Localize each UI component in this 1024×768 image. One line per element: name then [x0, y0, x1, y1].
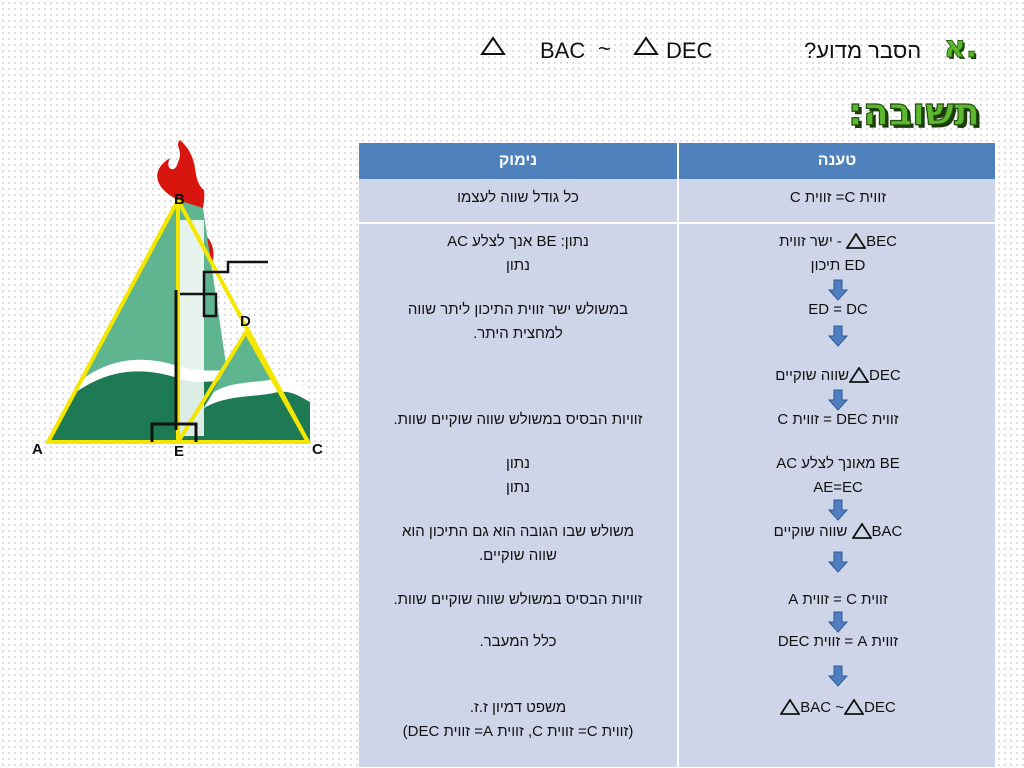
claim-1a: BEC - ישר זווית	[679, 231, 997, 253]
claim-9-label-left: BAC ~	[800, 699, 845, 716]
claim-1b: ED תיכון	[810, 257, 866, 274]
reason-8a: משפט דמיון ז.ז.	[469, 699, 567, 716]
vertex-label-b: B	[174, 191, 185, 208]
reason-2a: במשולש ישר זווית התיכון ליתר שווה	[407, 301, 629, 318]
reason-5a: משולש שבו הגובה הוא גם התיכון הוא	[401, 523, 635, 540]
snow-band-right	[204, 377, 310, 408]
arrow-down-icon	[827, 665, 849, 687]
snow-band-left	[76, 359, 240, 392]
arrow-down-icon	[827, 325, 849, 347]
header-question: BAC ~ DEC הסבר מדוע? א.	[478, 30, 982, 70]
claim-9-label-right: DEC	[864, 699, 896, 716]
claim-8: זווית A = זווית DEC	[777, 633, 899, 650]
arrow-down-icon	[827, 279, 849, 301]
triangle-icon	[480, 36, 506, 55]
triangle-icon	[851, 523, 872, 539]
section-letter: א.	[943, 30, 978, 66]
header-left-label: DEC	[666, 38, 713, 63]
reason-1b: נתון	[506, 257, 530, 274]
vertex-label-e: E	[174, 443, 184, 460]
column-divider	[677, 143, 679, 767]
claim-6: BAC שווה שוקיים	[679, 521, 997, 543]
row1-reason: כל גודל שווה לעצמו	[457, 189, 579, 206]
arrow-down-icon	[827, 499, 849, 521]
claim-6-label: BAC	[871, 523, 903, 540]
vertex-label-c: C	[312, 441, 323, 458]
arrow-down-icon	[827, 551, 849, 573]
claim-3-label: DEC	[869, 367, 901, 384]
proof-table: נימוק טענה כל גודל שווה לעצמו זווית C= ז…	[358, 142, 996, 768]
triangle-icon	[844, 699, 865, 715]
arrow-down-icon	[827, 389, 849, 411]
reason-7: כלל המעבר.	[479, 633, 557, 650]
claim-5b: AE=EC	[813, 479, 863, 496]
claim-6-text: שווה שוקיים	[773, 523, 852, 540]
header-reason: נימוק	[359, 143, 677, 179]
triangle-dec-outline	[176, 328, 310, 444]
triangle-icon	[780, 699, 801, 715]
reason-8b: (זווית C= זווית C, זווית A= זווית DEC)	[402, 723, 634, 740]
vertex-label-d: D	[240, 313, 251, 330]
flag-steps	[180, 260, 268, 318]
reason-1a: נתון: BE אנך לצלע AC	[447, 233, 589, 250]
reason-4b: נתון	[506, 479, 530, 496]
claim-1-label: BEC	[866, 233, 897, 250]
right-angle-mark	[150, 422, 198, 442]
claim-4: זווית DEC = זווית C	[777, 411, 899, 428]
reason-6: זוויות הבסיס במשולש שווה שוקיים שוות.	[393, 591, 643, 608]
arrow-down-icon	[827, 611, 849, 633]
header-question-text: הסבר מדוע?	[804, 38, 922, 63]
triangle-icon	[846, 233, 867, 249]
reason-3: זוויות הבסיס במשולש שווה שוקיים שוות.	[393, 411, 643, 428]
triangle-icon	[849, 367, 870, 383]
header-right-label: BAC	[540, 38, 586, 63]
reason-5b: שווה שוקיים.	[479, 547, 557, 564]
right-dark-band	[184, 391, 310, 442]
answer-title: תשובה:	[847, 89, 980, 134]
reason-4a: נתון	[506, 455, 530, 472]
claim-7: זווית C = זווית A	[788, 591, 888, 608]
vertex-label-a: A	[32, 441, 43, 458]
reason-2b: למחצית היתר.	[473, 325, 563, 342]
claim-3-text: שווה שוקיים	[775, 367, 850, 384]
claim-5a: BE מאונך לצלע AC	[776, 455, 900, 472]
claim-2: ED = DC	[808, 301, 868, 318]
row1-claim: זווית C= זווית C	[789, 189, 887, 206]
geometry-figure: B D A E C	[32, 140, 323, 460]
triangle-icon	[633, 36, 659, 55]
claim-3: DEC שווה שוקיים	[679, 365, 997, 387]
claim-9: BAC ~ DEC	[679, 697, 997, 719]
header-claim: טענה	[679, 143, 995, 179]
claim-1-text: - ישר זווית	[779, 233, 847, 250]
header-sim: ~	[598, 36, 611, 61]
